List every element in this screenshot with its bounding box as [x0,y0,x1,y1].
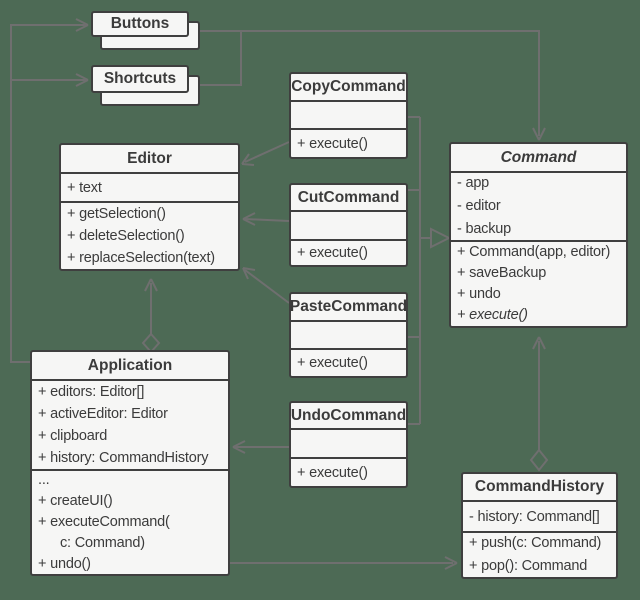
attributes-section-empty [291,210,406,239]
methods-section: ... + createUI() + executeCommand( c: Co… [32,469,228,574]
method-row: + pop(): Command [469,558,588,574]
method-row: + Command(app, editor) [457,244,611,260]
method-row-abstract: + execute() [457,307,528,323]
method-row: + undo() [38,556,91,572]
arrowhead-into-editor-mid [242,212,256,226]
method-row: + replaceSelection(text) [67,250,215,266]
shortcuts-join-line [200,31,242,86]
class-editor: Editor + text + getSelection() + deleteS… [59,143,240,271]
methods-section: + execute() [291,239,406,265]
attribute-row: - backup [457,221,512,237]
method-row: + createUI() [38,493,113,509]
methods-section: + execute() [291,128,406,157]
class-title: CutCommand [297,188,400,206]
methods-section: + push(c: Command) + pop(): Command [463,531,616,577]
cutcommand-to-editor-line [244,218,290,222]
arrowhead-into-command-bottom [532,336,546,350]
inheritance-triangle-icon [430,227,452,249]
buttons-to-command-line [200,30,540,136]
method-row: + execute() [297,245,368,261]
attribute-row: - history: Command[] [469,508,600,525]
shortcuts-label: Shortcuts [103,70,177,87]
class-commandhistory: CommandHistory - history: Command[] + pu… [461,472,618,579]
method-row: + executeCommand( [38,514,170,530]
attributes-section-empty [291,428,406,457]
arrowhead-into-application [232,440,246,454]
methods-section: + getSelection() + deleteSelection() + r… [61,201,238,269]
attribute-row: + history: CommandHistory [38,450,209,466]
class-title: UndoCommand [290,406,407,424]
attributes-section: + editors: Editor[] + activeEditor: Edit… [32,379,228,469]
attributes-section: - history: Command[] [463,500,616,531]
class-title: Application [87,356,173,374]
class-cutcommand: CutCommand + execute() [289,183,408,267]
class-pastecommand: PasteCommand + execute() [289,292,408,378]
aggregation-diamond-icon [529,448,549,472]
class-title: Editor [127,149,172,167]
class-title: CommandHistory [474,478,605,495]
method-row: + push(c: Command) [469,535,602,551]
class-title: PasteCommand [289,298,408,315]
class-title-abstract: Command [500,148,577,166]
attributes-section-empty [291,320,406,348]
methods-section: + execute() [291,348,406,376]
class-application: Application + editors: Editor[] + active… [30,350,230,576]
buttons-label: Buttons [110,15,170,32]
inheritance-collector-line [408,116,431,425]
arrowhead-into-editor-bottom-edge [144,278,158,292]
class-copycommand: CopyCommand + execute() [289,72,408,159]
attribute-row: - editor [457,198,501,214]
pastecommand-to-editor-line [244,269,290,304]
methods-section: + Command(app, editor) + saveBackup + un… [451,240,626,326]
attribute-row: + editors: Editor[] [38,384,145,400]
class-title: CopyCommand [291,78,406,95]
attribute-row: + activeEditor: Editor [38,406,168,422]
arrowhead-into-buttons [75,18,89,32]
arrowhead-into-commandhistory [444,556,458,570]
arrowhead-into-shortcuts [75,73,89,87]
method-row: + deleteSelection() [67,228,185,244]
method-row: ... [38,472,50,488]
buttons-card: Buttons [91,11,189,37]
methods-section: + execute() [291,457,406,486]
arrowhead-into-command-top [532,127,546,141]
method-row: + execute() [297,355,368,371]
attributes-section: - app - editor - backup [451,171,626,240]
class-command: Command - app - editor - backup + Comman… [449,142,628,328]
attribute-row: + text [67,179,102,196]
shortcuts-card: Shortcuts [91,65,189,93]
attributes-section-empty [291,100,406,128]
arrowhead-into-editor-bottom [242,267,256,280]
class-undocommand: UndoCommand + execute() [289,401,408,488]
application-to-buttons-line [10,24,86,363]
method-row: + saveBackup [457,265,547,281]
method-row: + getSelection() [67,206,166,222]
method-row: + execute() [297,135,368,152]
attributes-section: + text [61,172,238,201]
attribute-row: - app [457,175,490,191]
arrowhead-into-editor-top [241,153,255,166]
method-row-continuation: c: Command) [60,535,145,551]
copycommand-to-editor-line [244,141,290,163]
attribute-row: + clipboard [38,428,108,444]
method-row: + undo [457,286,501,302]
method-row: + execute() [297,464,368,481]
